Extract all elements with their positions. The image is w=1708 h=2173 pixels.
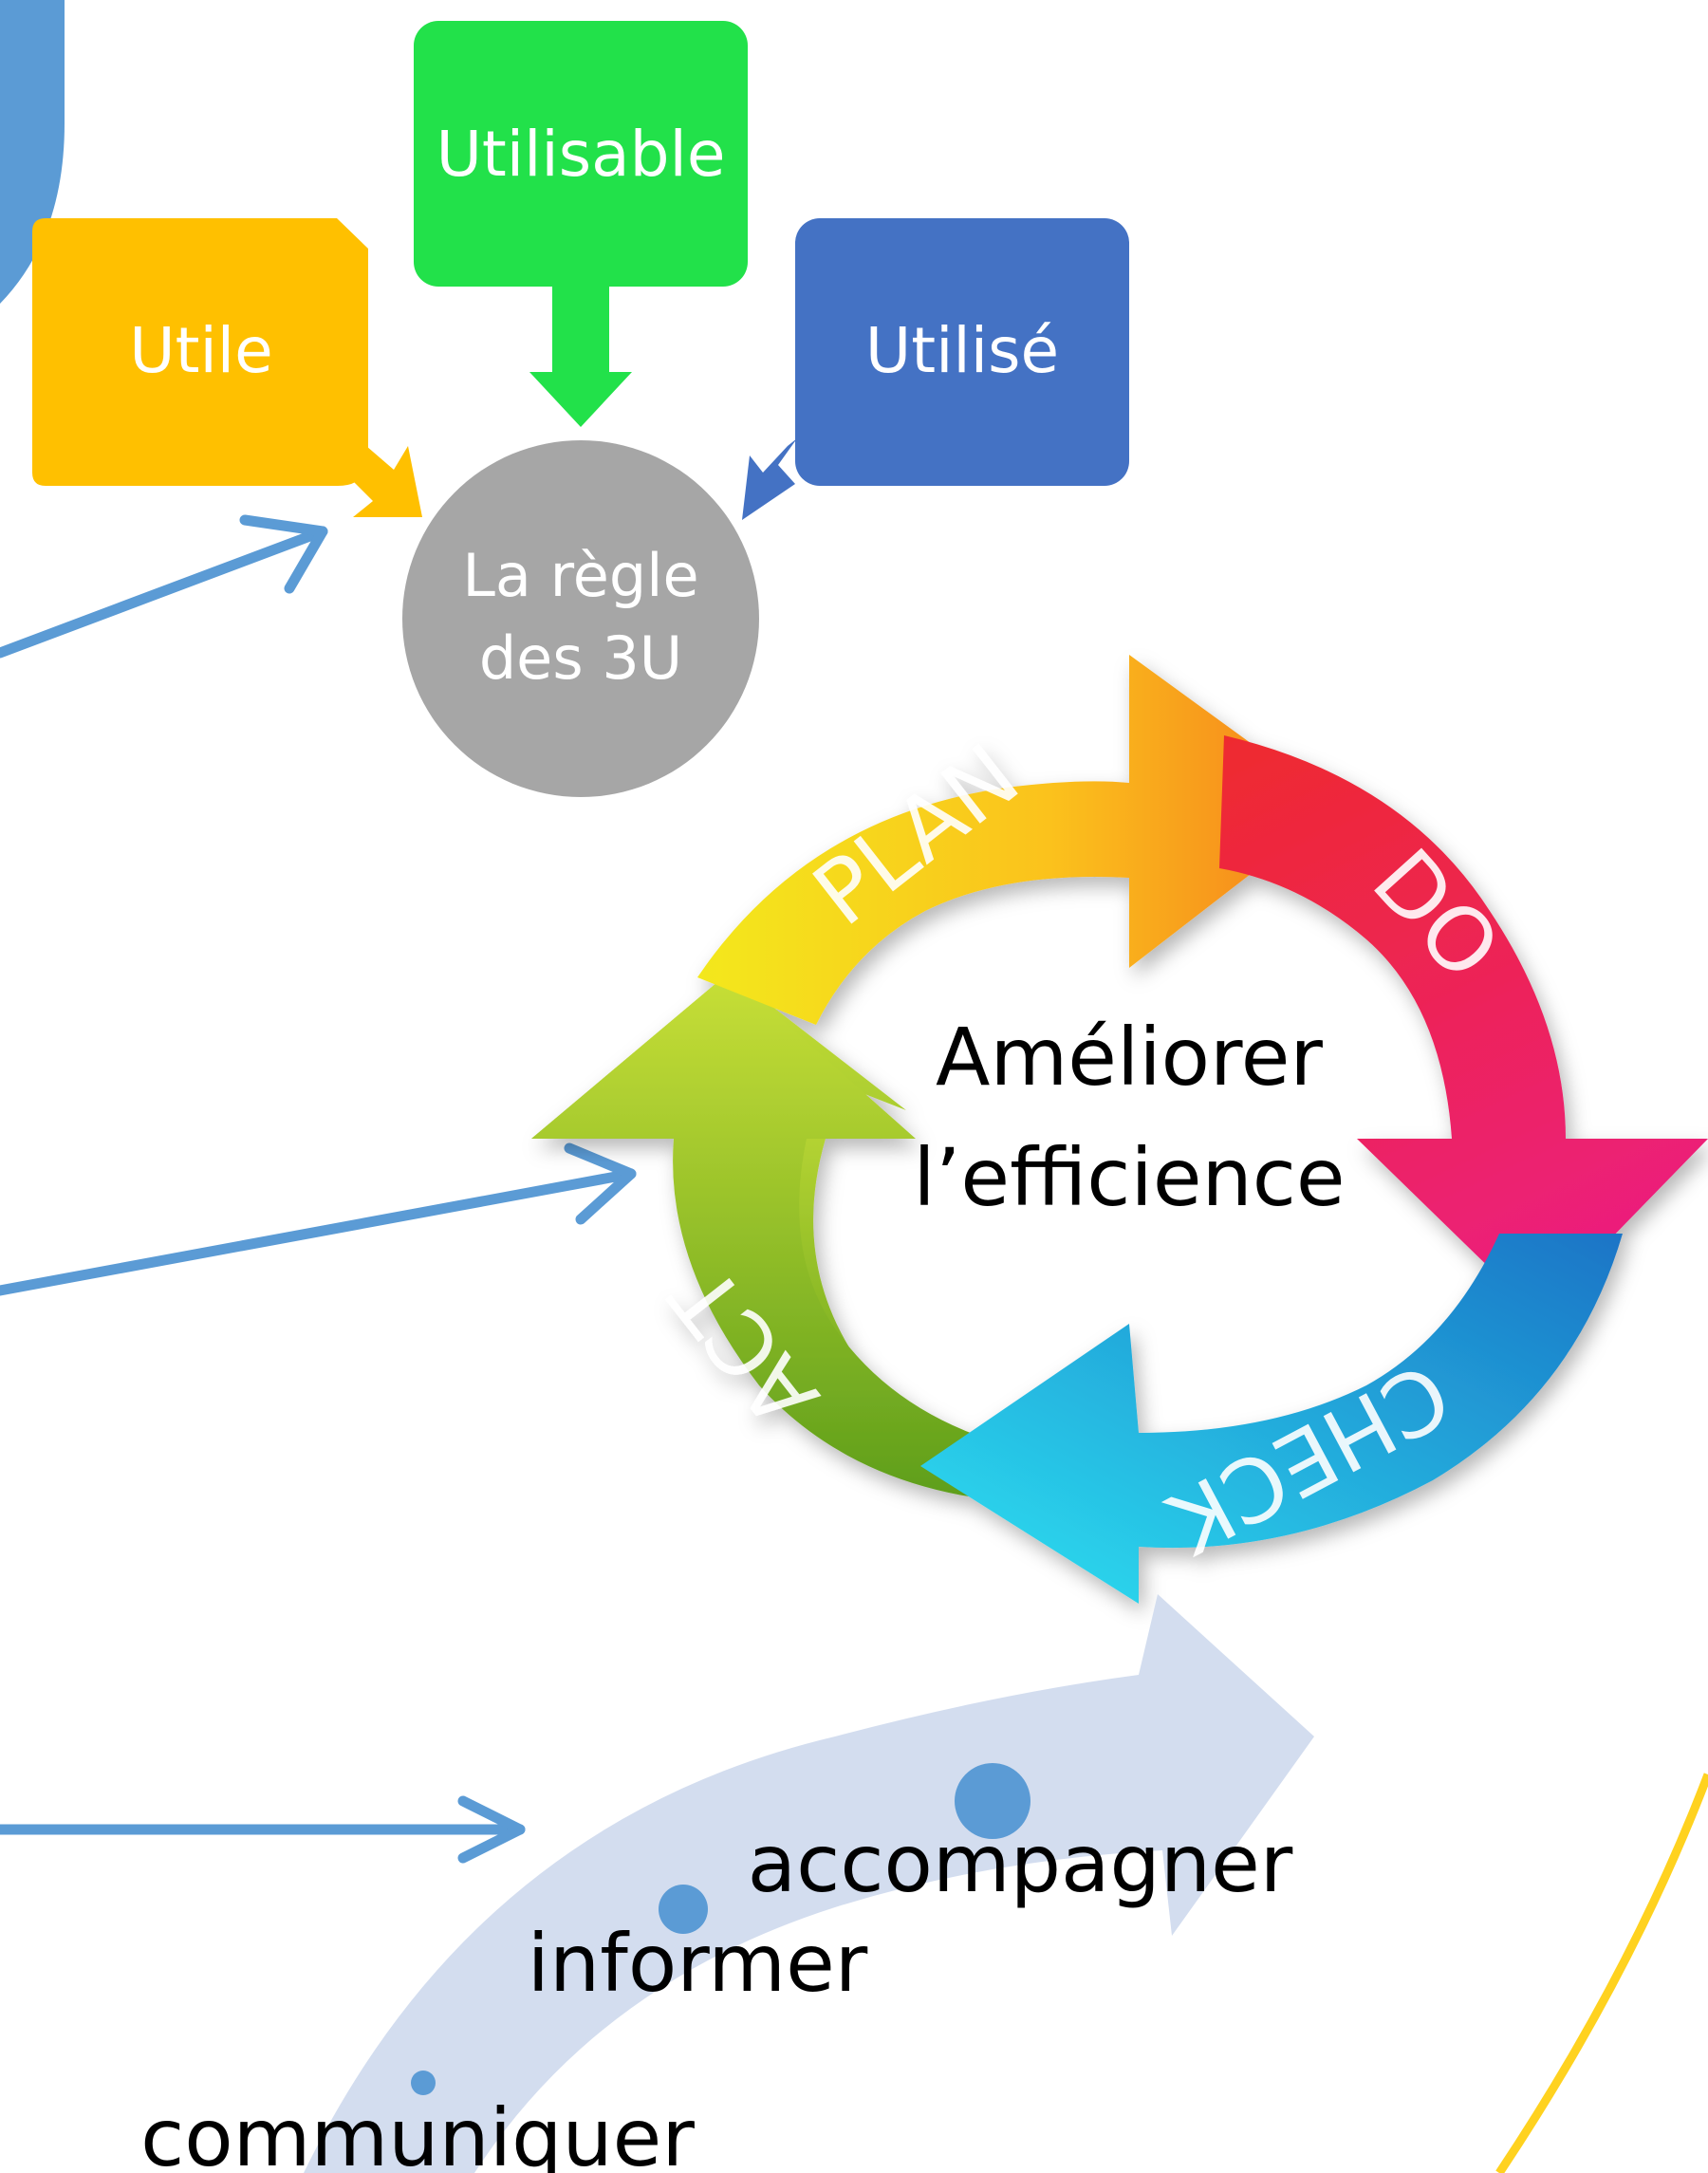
utilisable-label: Utilisable — [436, 118, 726, 191]
utile-node: Utile — [32, 218, 368, 486]
utilisable-arrow — [529, 287, 632, 427]
utilisable-node: Utilisable — [414, 21, 748, 287]
yellow-arc — [1495, 1773, 1708, 2173]
step-accompagner-label: accompagner — [748, 1817, 1293, 1910]
pdca-center-line-2: l’efficience — [913, 1131, 1345, 1224]
pdca-cycle: PLAN DO CHECK ACT — [531, 655, 1708, 1604]
utile-label: Utile — [129, 314, 272, 387]
connector-arrow-1 — [0, 514, 328, 659]
process-band — [304, 1594, 1314, 2173]
utilise-label: Utilisé — [865, 314, 1059, 387]
step-dot-accompagner — [955, 1763, 1030, 1839]
step-informer-label: informer — [528, 1917, 868, 2010]
pdca-do-arrow — [1219, 735, 1708, 1314]
connector-arrow-3 — [0, 1795, 526, 1864]
center-line-2: des 3U — [479, 623, 682, 693]
utile-arrow — [351, 446, 422, 517]
three-u-center: La règle des 3U — [402, 440, 759, 797]
pdca-center-line-1: Améliorer — [936, 1011, 1323, 1104]
step-dot-informer — [659, 1885, 708, 1934]
pdca-check-arrow — [920, 1234, 1623, 1604]
utilise-node: Utilisé — [795, 218, 1129, 486]
step-dot-communiquer — [411, 2071, 436, 2095]
pdca-plan-arrow — [697, 655, 1338, 1025]
step-communiquer-label: communiquer — [140, 2091, 695, 2173]
center-line-1: La règle — [462, 541, 698, 610]
utilise-arrow — [742, 438, 797, 520]
corner-blue-shape — [0, 0, 65, 304]
connector-arrow-2 — [0, 1142, 637, 1296]
